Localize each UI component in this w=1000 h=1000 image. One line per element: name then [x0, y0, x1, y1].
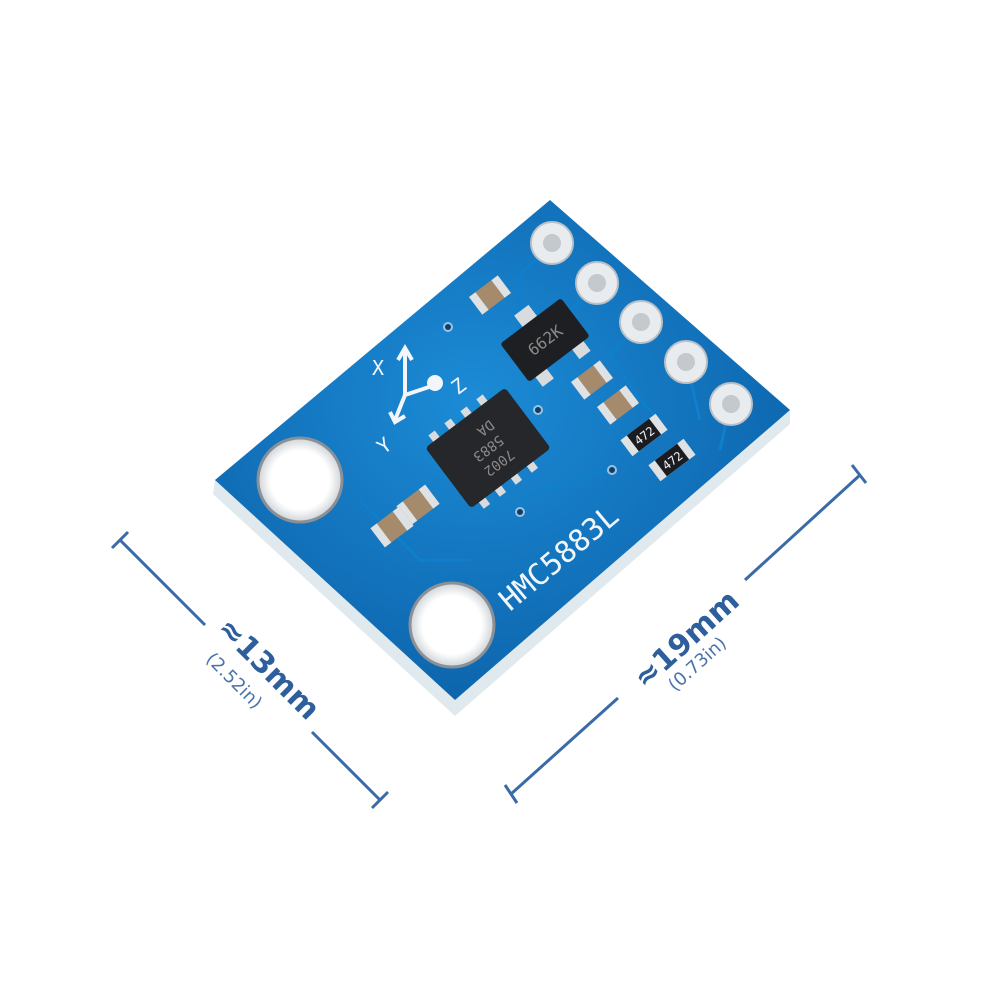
axis-x-label: X — [372, 356, 384, 380]
regulator-chip: 662K — [501, 299, 591, 387]
capacitors — [370, 275, 639, 548]
mounting-hole — [408, 581, 496, 669]
pin-header-pads — [530, 221, 753, 426]
length-dimension-line — [503, 464, 868, 804]
resistor: 472 — [620, 413, 668, 457]
mounting-hole — [256, 436, 344, 524]
axis-orientation-marking — [388, 344, 443, 425]
width-dimension-line — [110, 530, 390, 810]
hmc5883l-sensor-chip: 7002 5883 DA — [426, 389, 550, 509]
vias — [443, 322, 617, 517]
